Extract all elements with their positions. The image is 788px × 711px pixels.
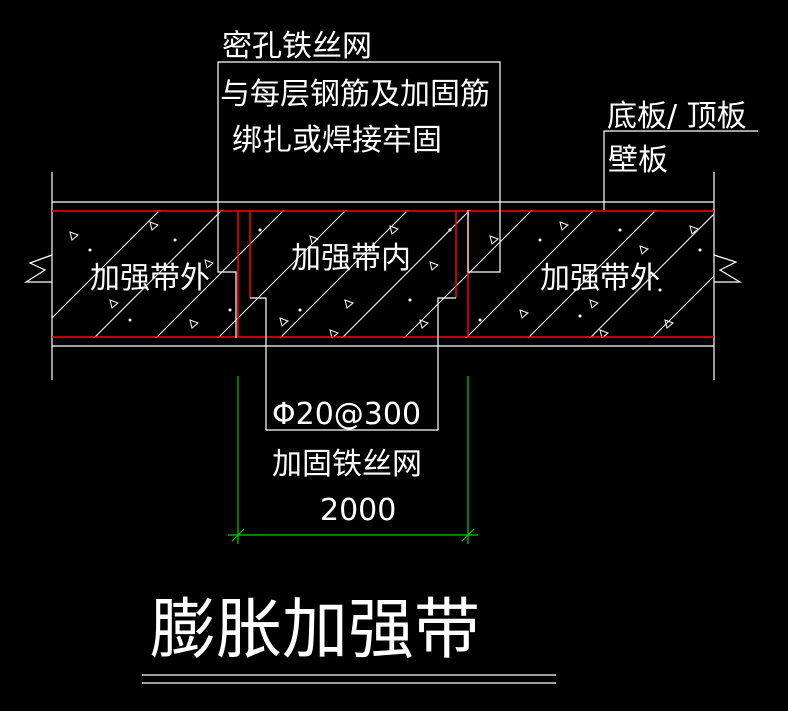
- break-line-right: [713, 254, 743, 283]
- aggregate-mark: [309, 235, 319, 245]
- hatch-line: [217, 210, 347, 338]
- wall-label: 壁板: [608, 143, 668, 178]
- dimension-label: 2000: [320, 493, 396, 528]
- hatch-line: [651, 275, 714, 338]
- hatch-line: [527, 210, 657, 338]
- leaders: [217, 61, 758, 210]
- hatch-line: [93, 210, 223, 338]
- aggregate-dot: [128, 318, 132, 322]
- aggregate-mark: [664, 319, 674, 329]
- slab-hatch: [52, 200, 788, 350]
- aggregate-dot: [578, 314, 582, 318]
- aggregate-dot: [368, 248, 372, 252]
- hatch-line: [713, 337, 714, 338]
- hatch-line: [764, 200, 788, 350]
- aggregate-mark: [329, 329, 339, 338]
- aggregate-dot: [298, 308, 302, 312]
- aggregate-dot: [448, 228, 452, 232]
- aggregate-mark: [419, 319, 429, 329]
- aggregate-mark: [189, 319, 199, 329]
- aggregate-dot: [258, 228, 262, 232]
- slab-leader: [603, 130, 758, 210]
- aggregate-mark: [279, 317, 289, 327]
- hatch-line: [589, 213, 714, 338]
- aggregate-dot: [478, 318, 482, 322]
- inside-label: 加强带内: [291, 241, 411, 276]
- concrete-aggregate: [69, 221, 702, 338]
- aggregate-mark: [204, 259, 214, 269]
- wire-mesh: [217, 210, 501, 431]
- hatch-lines: [52, 200, 788, 350]
- aggregate-dot: [173, 238, 177, 242]
- tie-note-line2: 绑扎或焊接牢固: [232, 123, 442, 158]
- aggregate-mark: [689, 225, 699, 235]
- dimension-tick-left: [231, 528, 245, 542]
- hatch-line: [155, 210, 285, 338]
- mesh-left: [217, 210, 237, 338]
- aggregate-dot: [698, 248, 702, 252]
- aggregate-mark: [69, 231, 79, 241]
- hatch-line: [465, 210, 595, 338]
- hatch-line: [279, 210, 409, 338]
- aggregate-mark: [149, 221, 159, 231]
- hatch-line: [403, 210, 533, 338]
- aggregate-mark: [519, 309, 529, 319]
- aggregate-dot: [538, 238, 542, 242]
- aggregate-dot: [618, 228, 622, 232]
- title-underline: [142, 674, 556, 684]
- aggregate-mark: [489, 235, 499, 245]
- mesh-fine-label: 密孔铁丝网: [222, 29, 372, 64]
- slab-label: 底板/ 顶板: [607, 99, 747, 134]
- rebar-spec-label: Φ20@300: [272, 397, 421, 432]
- outside-left-label: 加强带外: [90, 261, 210, 296]
- break-line-left: [23, 254, 53, 283]
- aggregate-dot: [228, 308, 232, 312]
- aggregate-dot: [88, 248, 92, 252]
- aggregate-dot: [658, 288, 662, 292]
- aggregate-mark: [344, 299, 354, 309]
- mesh-right: [467, 210, 501, 273]
- hatch-line: [52, 210, 161, 319]
- dimension-tick-right: [461, 528, 475, 542]
- aggregate-mark: [429, 261, 439, 271]
- tie-note-line1: 与每层钢筋及加固筋: [220, 77, 490, 112]
- drawing-title: 膨胀加强带: [150, 591, 480, 668]
- aggregate-mark: [389, 225, 399, 235]
- reinforce-mesh-right: [437, 297, 456, 430]
- dimension: [228, 376, 478, 544]
- outside-right-label: 加强带外: [540, 261, 660, 296]
- reinforce-mesh-label: 加固铁丝网: [272, 447, 422, 482]
- slab-outline: [23, 172, 743, 380]
- aggregate-mark: [109, 299, 119, 309]
- hatch-line: [341, 210, 471, 338]
- aggregate-mark: [639, 245, 649, 255]
- fine-mesh-leader: [217, 61, 501, 210]
- aggregate-dot: [408, 298, 412, 302]
- reinforce-mesh-left: [250, 297, 267, 430]
- aggregate-mark: [559, 221, 569, 231]
- aggregate-mark: [589, 299, 599, 309]
- reinforcement-bars: [52, 210, 714, 338]
- aggregate-mark: [599, 329, 609, 338]
